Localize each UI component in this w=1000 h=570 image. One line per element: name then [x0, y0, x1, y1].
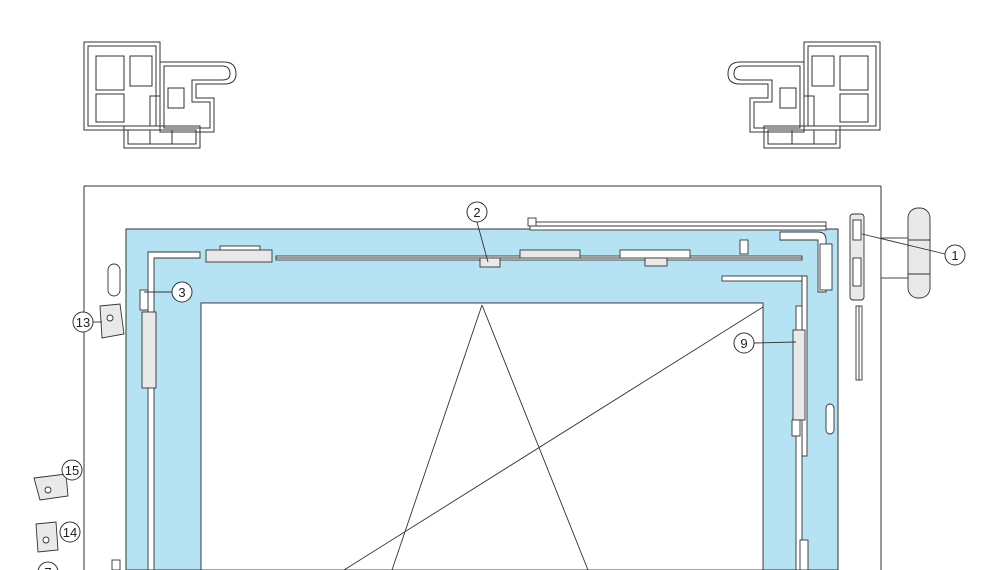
callout-label: 1 [951, 248, 958, 263]
callout-label: 9 [740, 336, 747, 351]
callout-label: 2 [473, 205, 480, 220]
callout-9: 9 [733, 332, 755, 354]
callout-13: 13 [72, 311, 94, 333]
keep-top [107, 263, 121, 297]
callout-label: 7 [44, 565, 51, 570]
callout-3: 3 [171, 281, 193, 303]
callout-2: 2 [466, 201, 488, 223]
callout-1: 1 [944, 244, 966, 266]
tilt-indicator-line-left [391, 304, 483, 570]
profile-section-right [727, 41, 881, 149]
callout-14: 14 [59, 521, 81, 543]
tilt-indicator-line-right [481, 304, 589, 570]
callout-label: 15 [65, 463, 79, 478]
profile-section-left [83, 41, 237, 149]
turn-indicator-line [343, 306, 764, 570]
glass-opening [200, 302, 764, 570]
striker-parts [33, 263, 125, 553]
keep-13 [99, 303, 125, 339]
callout-15: 15 [61, 459, 83, 481]
callout-label: 13 [76, 315, 90, 330]
callout-7: 7 [37, 561, 59, 570]
callout-label: 14 [63, 525, 77, 540]
hinge-assembly [849, 207, 931, 381]
keep-15 [33, 473, 69, 501]
callout-label: 3 [178, 285, 185, 300]
left-rail-hardware [111, 251, 201, 570]
right-rail-hardware [791, 305, 835, 570]
top-rail-hardware [205, 217, 827, 268]
leader-lines [93, 221, 946, 344]
